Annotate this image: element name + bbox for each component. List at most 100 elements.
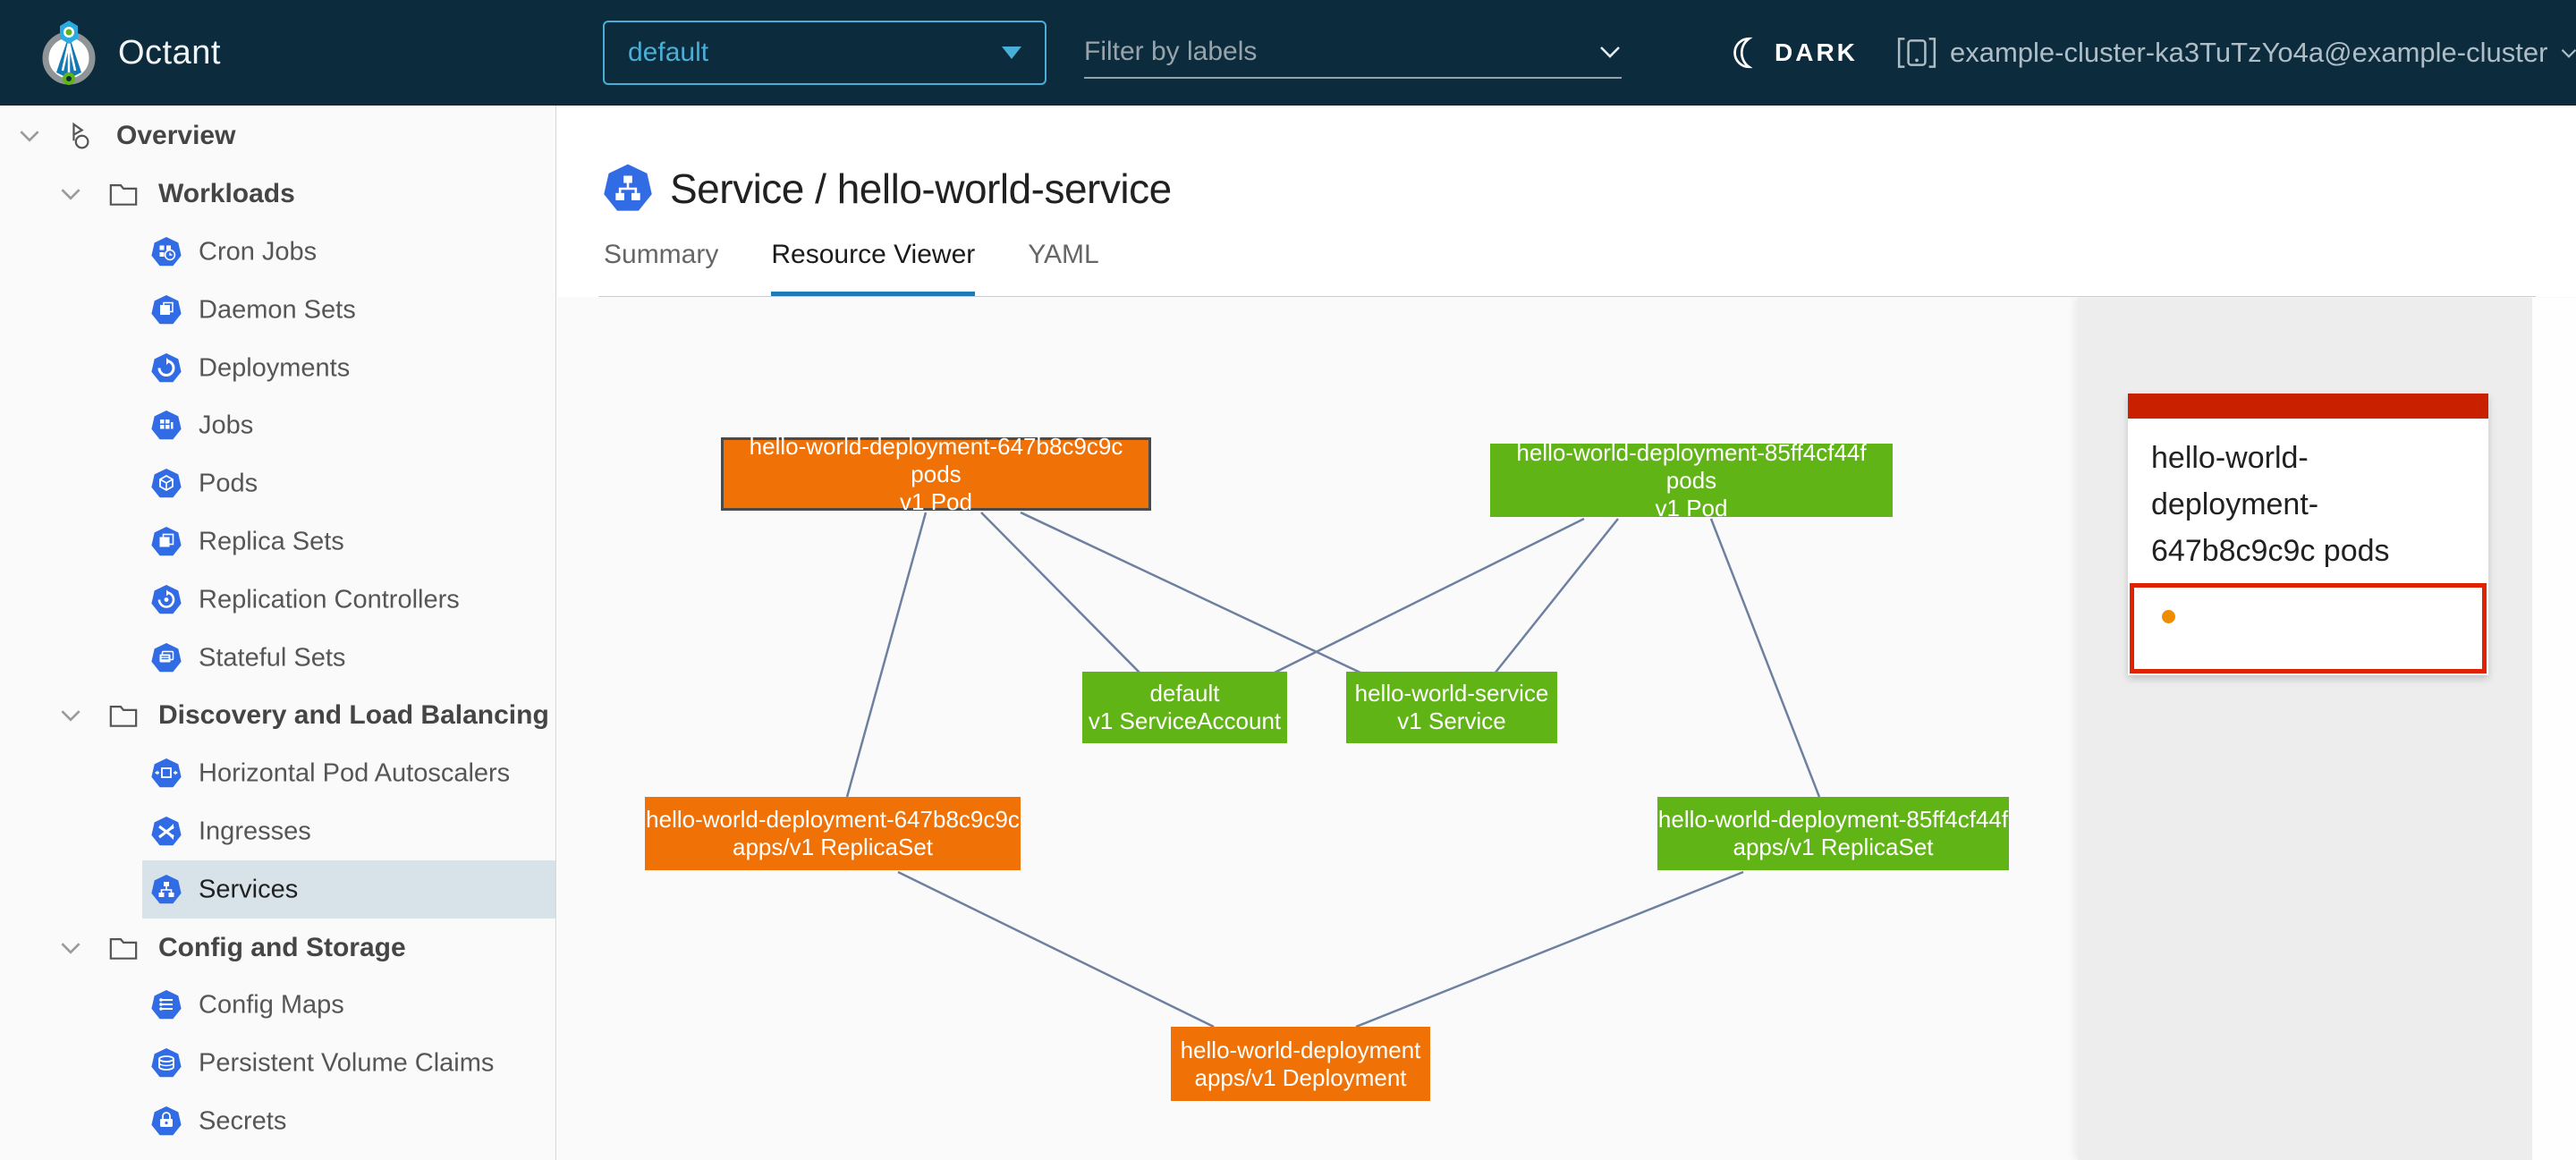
node-type: apps/v1 ReplicaSet [732,834,934,860]
jobs-icon [151,411,182,440]
sidebar-item-ingresses[interactable]: Ingresses [0,803,555,861]
cron-jobs-icon [151,236,182,267]
sidebar-item-secrets[interactable]: Secrets [0,1093,555,1151]
config-maps-icon [151,990,182,1020]
node-type: v1 Pod [1655,494,1728,521]
graph-node-pod-85ff4cf44f[interactable]: hello-world-deployment-85ff4cf44f pods v… [1490,439,1893,521]
app-title: Octant [118,33,221,72]
edge-pod85-rs85 [1709,518,1821,798]
node-detail-panel: hello-world-deployment-647b8c9c9c pods [2078,298,2532,1160]
sidebar-item-config-maps[interactable]: Config Maps [0,977,555,1035]
sidebar-item-replica-sets[interactable]: Replica Sets [0,513,555,572]
sidebar-item-overview[interactable]: Overview [0,107,555,165]
edge-rs85-deployment [1355,870,1744,1029]
sidebar-group-config-and-storage[interactable]: Config and Storage [0,919,555,977]
secrets-icon [151,1105,182,1136]
sidebar-item-persistent-volume-claims[interactable]: Persistent Volume Claims [0,1035,555,1093]
sidebar-item-cron-jobs[interactable]: Cron Jobs [0,224,555,282]
persistent-volume-claims-icon [151,1048,182,1078]
tab-resource-viewer[interactable]: Resource Viewer [771,240,976,297]
node-type: apps/v1 Deployment [1194,1063,1407,1091]
sidebar-nav: Overview Workloads Cron Jobs Daemon Sets… [0,106,556,1160]
card-title: hello-world-deployment-647b8c9c9c pods [2151,441,2390,568]
dropdown-caret-icon [1002,47,1021,59]
sidebar-item-stateful-sets[interactable]: Stateful Sets [0,629,555,687]
chevron-down-icon [61,710,80,722]
graph-node-deployment-hello-world[interactable]: hello-world-deployment apps/v1 Deploymen… [1171,1027,1430,1101]
graph-node-replicaset-647b8c9c9c[interactable]: hello-world-deployment-647b8c9c9c apps/v… [645,797,1021,870]
tab-bar: Summary Resource Viewer YAML [604,240,1152,297]
services-icon [151,874,182,904]
tab-divider [598,296,2536,297]
dark-theme-toggle[interactable]: DARK [1726,0,1858,106]
sidebar-item-horizontal-pod-autoscalers[interactable]: Horizontal Pod Autoscalers [0,745,555,803]
theme-toggle-label: DARK [1775,38,1858,66]
node-name: hello-world-service [1354,680,1549,707]
filter-placeholder: Filter by labels [1084,37,1258,66]
edge-pod647-rs647 [845,512,928,798]
overview-icon [72,123,89,149]
folder-icon [109,706,138,728]
chevron-down-icon [1600,47,1620,58]
octant-logo-icon [42,21,96,85]
graph-node-pod-647b8c9c9c[interactable]: hello-world-deployment-647b8c9c9c pods v… [721,433,1151,515]
node-type: v1 ServiceAccount [1088,707,1282,734]
edge-rs647-deployment [897,870,1215,1029]
sidebar-item-pods[interactable]: Pods [0,455,555,513]
cluster-selector[interactable]: example-cluster-ka3TuTzYo4a@example-clus… [1896,0,2576,106]
folder-icon [109,937,138,960]
node-name: default [1149,680,1220,707]
graph-node-serviceaccount-default[interactable]: default v1 ServiceAccount [1082,672,1287,743]
sidebar-item-jobs[interactable]: Jobs [0,397,555,455]
page-head: Service / hello-world-service [602,163,1172,215]
filter-labels-input[interactable]: Filter by labels [1084,27,1622,79]
replication-controllers-icon [151,584,182,614]
cluster-name: example-cluster-ka3TuTzYo4a@example-clus… [1950,37,2548,68]
tab-yaml[interactable]: YAML [1028,240,1099,269]
page-title: Service / hello-world-service [670,165,1172,212]
edge-pod85-serviceaccount [1272,517,1585,675]
sidebar-item-daemon-sets[interactable]: Daemon Sets [0,281,555,339]
pod-status-dot[interactable] [2162,610,2175,623]
node-name: hello-world-deployment [1180,1036,1421,1063]
logo-group[interactable]: Octant [39,0,221,106]
namespace-value: default [628,38,709,67]
graph-node-replicaset-85ff4cf44f[interactable]: hello-world-deployment-85ff4cf44f apps/v… [1657,797,2009,870]
deployments-icon [151,352,182,382]
moon-icon [1733,37,1753,69]
graph-node-service-hello-world-service[interactable]: hello-world-service v1 Service [1346,672,1557,743]
replica-sets-icon [151,526,182,556]
namespace-dropdown[interactable]: default [603,21,1046,85]
sidebar-group-discovery-and-load-balancing[interactable]: Discovery and Load Balancing [0,687,555,745]
tab-summary[interactable]: Summary [604,240,719,269]
edge-pod647-service [1020,511,1363,675]
host-icon [1897,38,1936,68]
app-header: Octant default Filter by labels DARK exa… [0,0,2576,106]
stateful-sets-icon [151,642,182,672]
selected-node-card: hello-world-deployment-647b8c9c9c pods [2128,394,2488,675]
chevron-down-icon [2562,48,2576,58]
edge-pod647-serviceaccount [980,512,1141,674]
sidebar-group-workloads[interactable]: Workloads [0,165,555,224]
main-content: Service / hello-world-service Summary Re… [557,106,2576,1160]
right-gutter [2532,298,2576,1160]
sidebar-item-deployments[interactable]: Deployments [0,339,555,397]
node-name: hello-world-deployment-85ff4cf44f [1657,806,2009,833]
pod-status-box [2130,583,2487,673]
chevron-down-icon [20,131,39,143]
folder-icon [109,184,138,206]
sidebar-item-services[interactable]: Services [0,860,555,919]
node-name: hello-world-deployment-85ff4cf44f pods [1516,438,1867,494]
node-type: v1 Service [1397,707,1506,734]
chevron-down-icon [61,942,80,954]
edge-pod85-service [1494,518,1619,674]
chevron-down-icon [61,189,80,200]
daemon-sets-icon [151,294,182,325]
service-kind-icon [604,164,652,211]
resource-viewer-graph: hello-world-deployment-647b8c9c9c pods v… [557,297,2576,1160]
pods-icon [151,469,182,498]
sidebar-item-replication-controllers[interactable]: Replication Controllers [0,571,555,629]
node-name: hello-world-deployment-647b8c9c9c pods [749,432,1123,487]
node-type: v1 Pod [900,487,972,515]
node-name: hello-world-deployment-647b8c9c9c [646,806,1020,833]
